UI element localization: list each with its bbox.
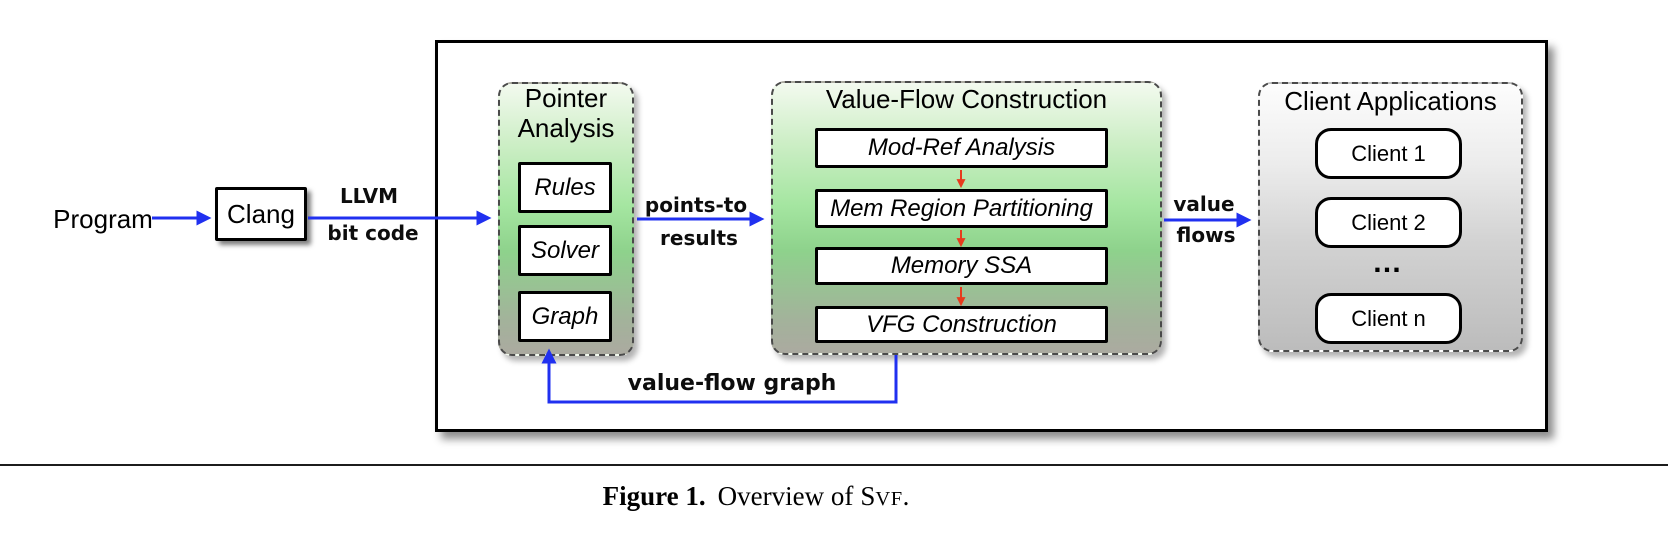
pa-item-rules-label: Rules xyxy=(534,173,596,201)
edge-label-value: value xyxy=(1173,192,1235,216)
client-1-label: Client 1 xyxy=(1351,140,1426,166)
clang-label: Clang xyxy=(227,198,295,229)
client-n-label: Client n xyxy=(1351,305,1426,331)
clients-ellipsis: … xyxy=(1372,246,1405,279)
vfc-item-mem-region-partitioning: Mem Region Partitioning xyxy=(815,189,1108,228)
column-separator-rule xyxy=(0,464,1668,466)
value-flow-construction-title: Value-Flow Construction xyxy=(825,84,1108,114)
client-2-label: Client 2 xyxy=(1351,209,1426,235)
edge-label-results: results xyxy=(660,226,738,250)
pa-item-rules: Rules xyxy=(518,162,612,213)
vfc-item-mod-ref-analysis: Mod-Ref Analysis xyxy=(815,128,1108,168)
figure-caption-sc-head: S xyxy=(860,481,876,511)
program-label: Program xyxy=(53,204,153,234)
figure-caption-number: Figure 1. xyxy=(602,481,706,511)
edge-label-points-to: points-to xyxy=(644,193,748,217)
client-2-pill: Client 2 xyxy=(1315,197,1462,248)
edge-label-llvm: LLVM xyxy=(339,184,399,208)
pa-item-solver-label: Solver xyxy=(530,236,600,264)
client-n-pill: Client n xyxy=(1315,293,1462,344)
pa-item-graph-label: Graph xyxy=(531,302,599,330)
pa-item-solver: Solver xyxy=(518,225,612,276)
vfc-item-vfg-label: VFG Construction xyxy=(866,310,1057,338)
clang-node: Clang xyxy=(215,187,307,241)
pa-item-graph: Graph xyxy=(518,291,612,342)
vfc-item-memory-ssa-label: Memory SSA xyxy=(890,252,1033,279)
figure-caption-period: . xyxy=(902,481,910,511)
vfc-item-mem-region-label: Mem Region Partitioning xyxy=(830,194,1093,222)
figure-caption-sc-tail: VF xyxy=(875,488,903,510)
edge-label-flows: flows xyxy=(1176,223,1236,247)
vfc-item-memory-ssa: Memory SSA xyxy=(815,247,1108,285)
client-1-pill: Client 1 xyxy=(1315,128,1462,179)
vfc-item-vfg-construction: VFG Construction xyxy=(815,306,1108,343)
client-applications-title: Client Applications xyxy=(1284,86,1497,116)
edge-label-bit-code: bit code xyxy=(327,221,419,245)
edge-label-value-flow-graph: value-flow graph xyxy=(627,371,837,396)
figure-caption-body: Overview of xyxy=(717,481,854,511)
vfc-item-mod-ref-label: Mod-Ref Analysis xyxy=(867,134,1056,161)
pointer-analysis-title: Pointer Analysis xyxy=(517,83,615,143)
